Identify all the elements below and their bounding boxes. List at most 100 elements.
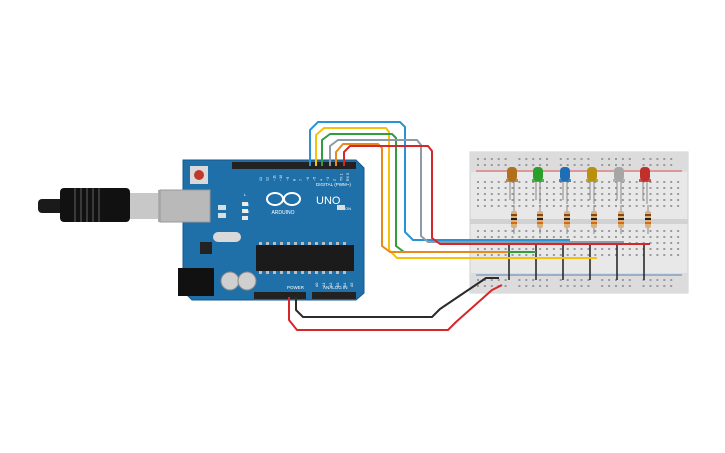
breadboard-hole [615,230,617,232]
breadboard-hole [649,158,652,160]
breadboard-hole [594,205,597,207]
breadboard-hole [532,279,535,281]
breadboard-hole [677,248,680,250]
breadboard-hole [559,279,562,281]
breadboard-hole [546,248,548,250]
breadboard-hole [511,248,514,250]
breadboard-hole [504,181,507,183]
breadboard-hole [621,254,624,256]
wire-red-signal[interactable] [343,145,650,245]
breadboard-hole [559,248,562,250]
breadboard-hole [608,193,611,195]
wire-5v[interactable] [288,284,503,331]
digital-pin-label: 13 [259,177,263,181]
breadboard-hole [608,199,611,201]
breadboard-hole [477,230,479,232]
breadboard-hole [490,164,493,166]
breadboard-hole [483,254,486,256]
breadboard-hole [649,254,652,256]
digital-label: DIGITAL (PWM~) [316,182,351,187]
breadboard-hole [656,158,659,160]
breadboard-hole [663,242,666,244]
breadboard-hole [663,285,666,287]
breadboard-hole [628,279,631,281]
breadboard-hole [621,236,624,238]
breadboard-hole [511,193,514,195]
breadboard-hole [497,158,500,160]
breadboard-hole [566,187,569,189]
breadboard-hole [497,236,500,238]
breadboard-hole [670,248,673,250]
breadboard-hole [635,193,638,195]
breadboard-hole [663,236,666,238]
breadboard-hole [518,193,521,195]
breadboard-hole [587,164,590,166]
breadboard-hole [497,230,500,232]
resistor-3 [564,205,570,234]
breadboard-hole [532,205,535,207]
breadboard-hole [566,248,569,250]
breadboard-hole [497,181,500,183]
breadboard-hole [642,205,645,207]
breadboard-hole [573,248,576,250]
wire-gray[interactable] [329,139,624,243]
breadboard-hole [649,236,652,238]
breadboard-hole [601,199,604,201]
breadboard-hole [477,181,479,183]
breadboard-hole [601,254,604,256]
breadboard-hole [670,242,673,244]
breadboard-hole [594,248,597,250]
breadboard-hole [511,230,514,232]
breadboard-hole [628,181,631,183]
breadboard-hole [587,236,590,238]
breadboard-hole [497,248,500,250]
reset-button[interactable] [190,166,208,184]
wire-blue[interactable] [309,121,570,241]
breadboard-hole [511,236,514,238]
breadboard-hole [525,285,528,287]
brand-label: ARDUINO [271,210,294,216]
breadboard-hole [677,187,680,189]
breadboard-hole [483,187,486,189]
breadboard-hole [525,205,528,207]
breadboard-hole [663,158,666,160]
breadboard-hole [559,205,562,207]
breadboard-hole [552,230,555,232]
breadboard-hole [518,254,521,256]
breadboard-hole [677,242,680,244]
breadboard-hole [663,181,666,183]
breadboard-hole [587,279,590,281]
breadboard-hole [504,236,507,238]
breadboard-hole [628,254,631,256]
power-wires[interactable] [288,277,503,331]
breadboard-hole [518,230,521,232]
breadboard-hole [477,236,479,238]
breadboard-hole [490,254,493,256]
breadboard-hole [580,230,583,232]
breadboard-hole [546,285,548,287]
model-label: UNO [316,195,341,207]
breadboard-hole [573,254,576,256]
breadboard-hole [608,164,611,166]
led-yellow [586,167,598,204]
breadboard-hole [670,158,673,160]
breadboard-hole [580,205,583,207]
breadboard-hole [670,230,673,232]
breadboard-hole [573,285,576,287]
breadboard-hole [608,248,611,250]
breadboard-hole [552,248,555,250]
breadboard-hole [559,199,562,201]
signal-wires [309,121,650,259]
breadboard-hole [546,164,548,166]
breadboard-hole [511,199,514,201]
breadboard-hole [573,236,576,238]
breadboard-hole [546,181,548,183]
breadboard-hole [532,248,535,250]
breadboard-hole [497,254,500,256]
wire-gnd[interactable] [295,277,499,318]
wire-yellow[interactable] [315,127,597,259]
breadboard-hole [649,242,652,244]
digital-pin-label: TX 1 [339,173,343,181]
breadboard-hole [483,236,486,238]
breadboard-hole [490,205,493,207]
